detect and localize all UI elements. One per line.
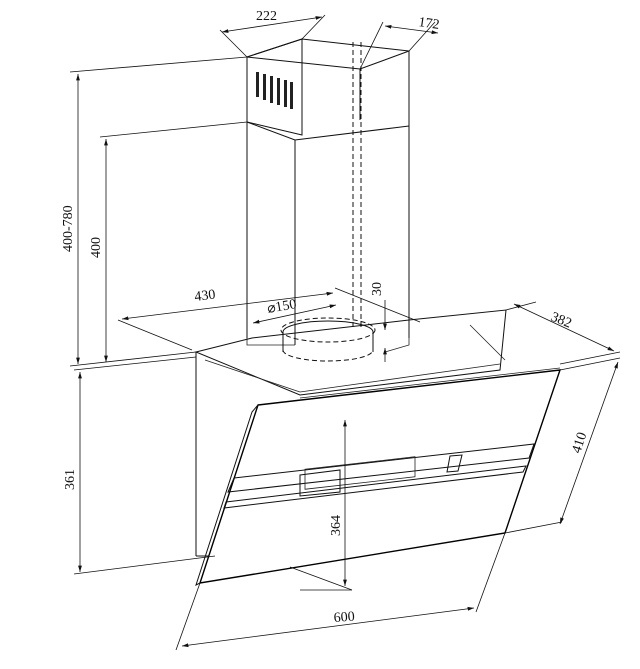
duct-top-ellipse xyxy=(280,317,376,343)
dimension-lines: 222 172 400-780 400 430 ⌀150 30 382 xyxy=(61,9,621,651)
dim-chimney-width: 222 xyxy=(256,9,277,24)
chimney xyxy=(246,38,410,345)
chimney-top-face xyxy=(246,38,410,70)
dim-chimney-lower: 400 xyxy=(89,237,104,258)
dim-duct-offset: 30 xyxy=(370,282,385,296)
dim-wall-height: 361 xyxy=(63,469,78,490)
glass-panel xyxy=(195,369,562,586)
glass-front xyxy=(198,369,562,584)
dim-chimney-depth: 172 xyxy=(417,15,440,33)
dim-hood-width: 600 xyxy=(333,610,355,626)
chimney-front-face xyxy=(246,38,303,136)
dim-canopy-depth: 382 xyxy=(549,310,574,332)
control-strip xyxy=(227,443,535,493)
dim-inner-height: 364 xyxy=(329,515,344,536)
vent-slots xyxy=(256,72,293,109)
dim-duct-diameter: ⌀150 xyxy=(266,297,298,317)
dim-glass-height: 410 xyxy=(570,431,591,456)
dim-plate-width: 430 xyxy=(194,288,217,305)
dim-chimney-height-range: 400-780 xyxy=(61,205,76,252)
